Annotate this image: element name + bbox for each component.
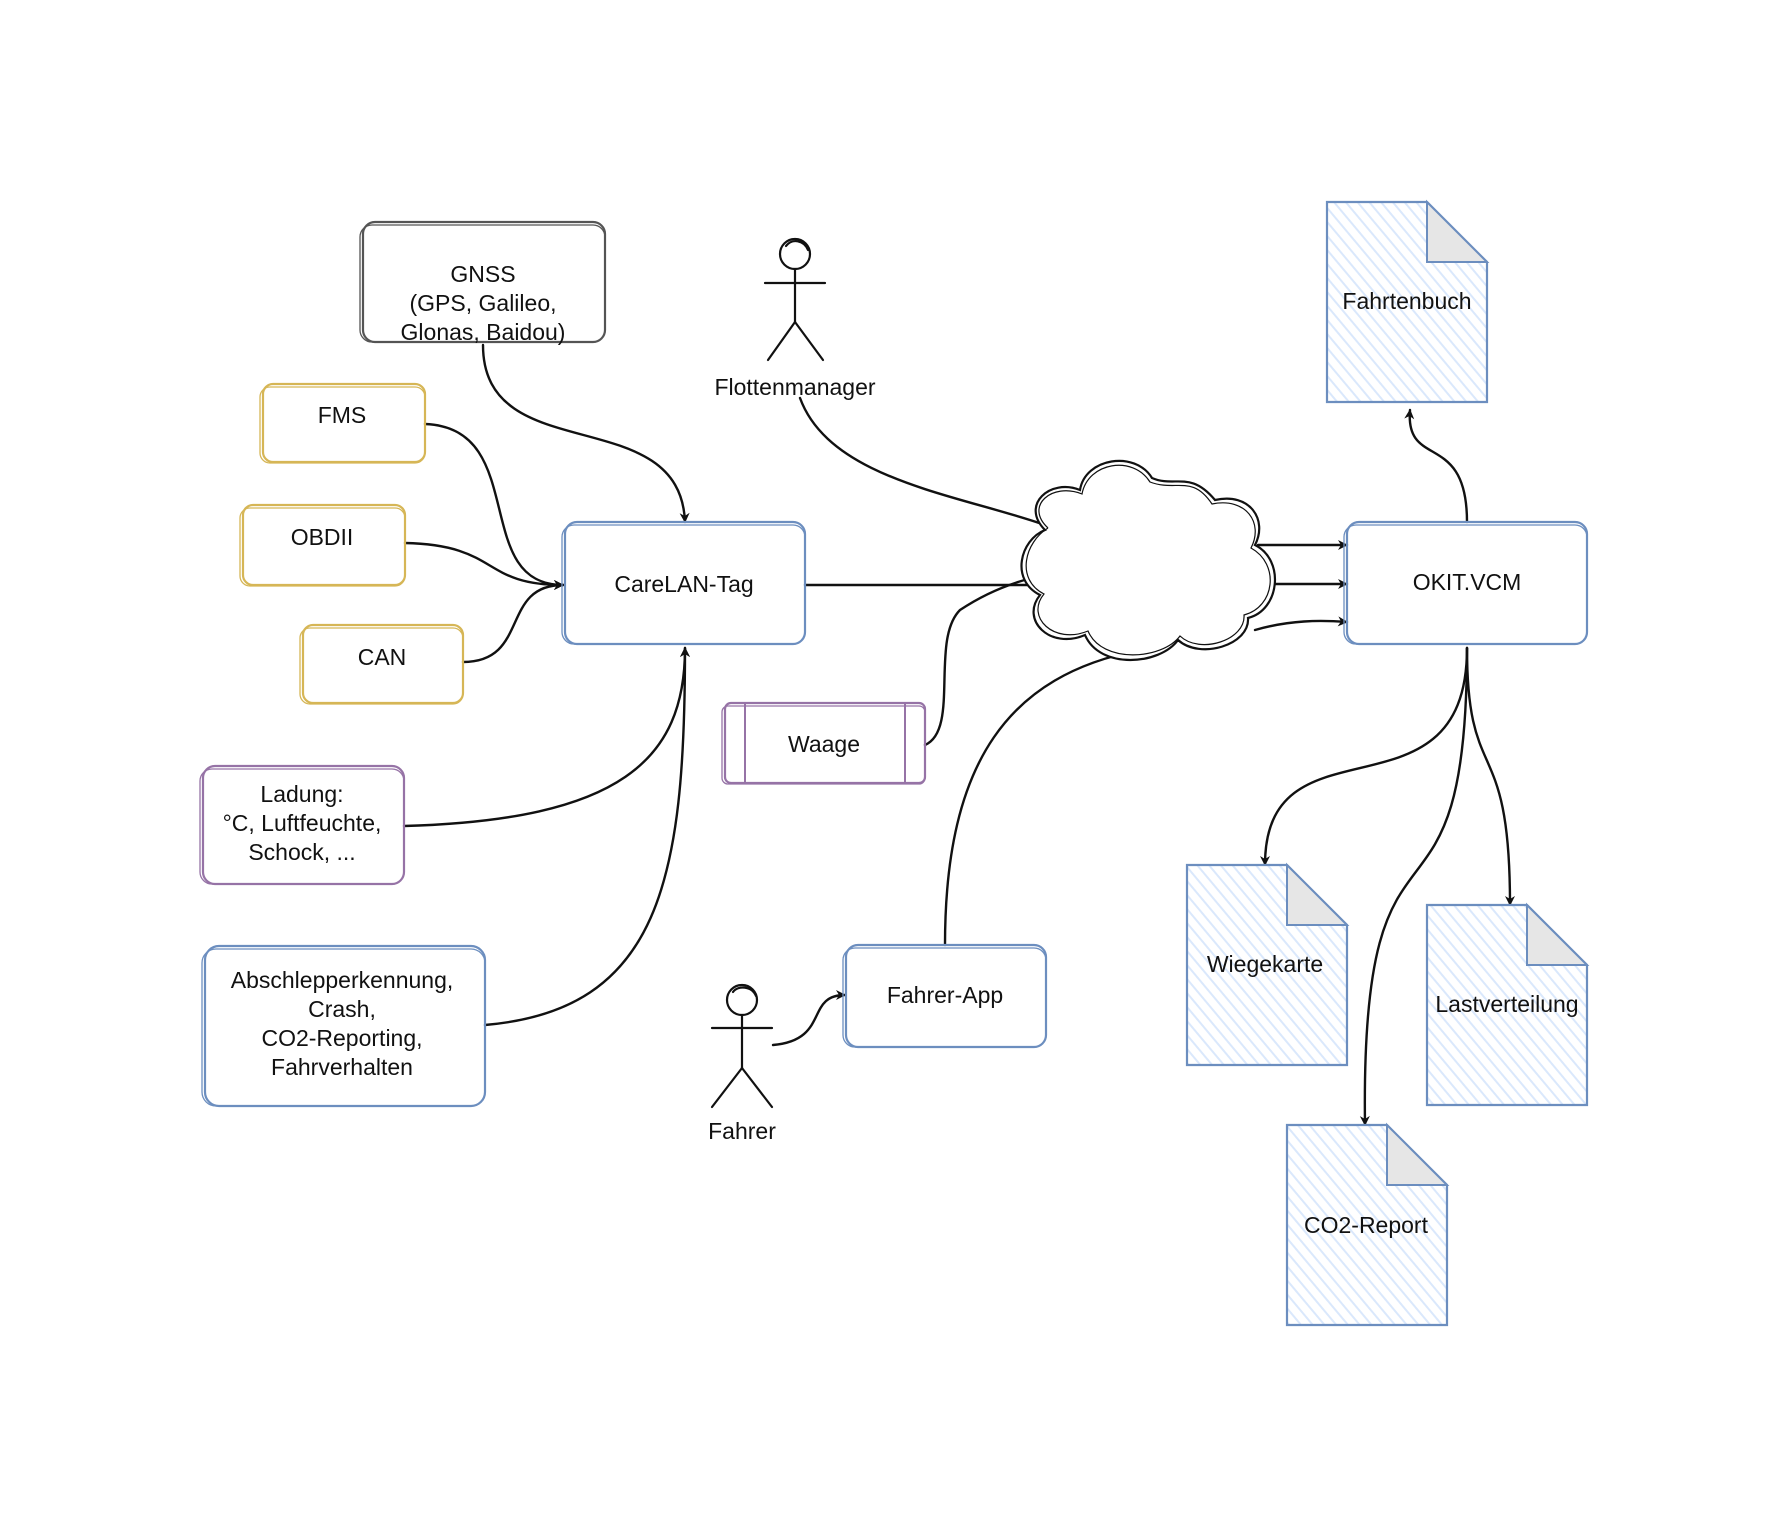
- edge-okit-co2report[interactable]: [1359, 646, 1469, 1127]
- gnss-label: GNSS (GPS, Galileo, Glonas, Baidou): [401, 261, 566, 345]
- okit-vcm-label: OKIT.VCM: [1413, 569, 1522, 595]
- can-line-1: CAN: [358, 644, 407, 670]
- wiegekarte-document[interactable]: Wiegekarte: [1185, 862, 1350, 1067]
- gnss-box[interactable]: GNSS (GPS, Galileo, Glonas, Baidou): [359, 220, 607, 345]
- abschlepp-line-4: Fahrverhalten: [271, 1054, 413, 1080]
- obdii-line-1: OBDII: [291, 524, 354, 550]
- edge-okit-wiegekarte[interactable]: [1260, 646, 1469, 867]
- fms-box[interactable]: FMS: [259, 382, 427, 464]
- co2report-line-1: CO2-Report: [1304, 1212, 1429, 1238]
- lastverteilung-line-1: Lastverteilung: [1435, 991, 1578, 1017]
- abschlepp-line-1: Abschlepperkennung,: [231, 967, 454, 993]
- obdii-box[interactable]: OBDII: [239, 503, 407, 587]
- gnss-line-3: Glonas, Baidou): [401, 319, 566, 345]
- edge-fahrer-fahrerapp[interactable]: [771, 990, 847, 1047]
- wiegekarte-label: Wiegekarte: [1207, 951, 1323, 977]
- edge-fms-carelan[interactable]: [423, 422, 565, 590]
- edge-waage-cloud[interactable]: [923, 573, 1047, 747]
- abschlepp-line-3: CO2-Reporting,: [261, 1025, 422, 1051]
- edge-gnss-carelan[interactable]: [481, 343, 690, 524]
- flottenmanager-label: Flottenmanager: [714, 374, 875, 400]
- fahrer-app-box[interactable]: Fahrer-App: [842, 943, 1048, 1049]
- carelan-line-1: CareLAN-Tag: [614, 571, 753, 597]
- can-label: CAN: [358, 644, 407, 670]
- fahrer-label: Fahrer: [708, 1118, 776, 1144]
- fahrer-app-label: Fahrer-App: [887, 982, 1003, 1008]
- fahrtenbuch-label: Fahrtenbuch: [1342, 288, 1471, 314]
- edge-okit-fahrtenbuch[interactable]: [1404, 408, 1469, 524]
- edge-fahrerapp-cloud[interactable]: [943, 648, 1142, 947]
- wiegekarte-line-1: Wiegekarte: [1207, 951, 1323, 977]
- cloud-icon[interactable]: [1020, 459, 1277, 662]
- stick-figure-icon: [763, 237, 827, 362]
- lastverteilung-document[interactable]: Lastverteilung: [1425, 902, 1590, 1107]
- edge-ladung-carelan[interactable]: [402, 646, 690, 828]
- carelan-tag-box[interactable]: CareLAN-Tag: [561, 520, 807, 646]
- ladung-line-3: Schock, ...: [248, 839, 355, 865]
- edge-okit-lastverteilung[interactable]: [1465, 646, 1515, 907]
- co2-report-document[interactable]: CO2-Report: [1285, 1122, 1450, 1327]
- abschlepp-line-2: Crash,: [308, 996, 376, 1022]
- edge-abschlepp-carelan[interactable]: [483, 646, 690, 1027]
- carelan-tag-label: CareLAN-Tag: [614, 571, 753, 597]
- okit-vcm-box[interactable]: OKIT.VCM: [1343, 520, 1589, 646]
- waage-line-1: Waage: [788, 731, 860, 757]
- abschlepp-label: Abschlepperkennung, Crash, CO2-Reporting, F…: [231, 967, 454, 1080]
- fahrtenbuch-document[interactable]: Fahrtenbuch: [1325, 199, 1490, 404]
- ladung-label: Ladung: °C, Luftfeuchte, Schock, ...: [223, 781, 382, 865]
- co2-report-label: CO2-Report: [1304, 1212, 1429, 1238]
- fms-label: FMS: [318, 402, 367, 428]
- obdii-label: OBDII: [291, 524, 354, 550]
- abschlepp-box[interactable]: Abschlepperkennung, Crash, CO2-Reporting, F…: [201, 944, 487, 1108]
- edge-can-carelan[interactable]: [461, 580, 565, 664]
- can-box[interactable]: CAN: [299, 623, 465, 705]
- connectors: [402, 343, 1515, 1127]
- waage-box[interactable]: Waage: [721, 701, 927, 785]
- fahrer_app-line-1: Fahrer-App: [887, 982, 1003, 1008]
- fahrer-actor[interactable]: Fahrer: [708, 983, 776, 1144]
- gnss-line-2: (GPS, Galileo,: [410, 290, 557, 316]
- edge-obdii-carelan[interactable]: [403, 541, 565, 590]
- ladung-line-1: Ladung:: [260, 781, 343, 807]
- edge-cloud-okit-3[interactable]: [1253, 616, 1349, 632]
- fms-line-1: FMS: [318, 402, 367, 428]
- stick-figure-icon: [710, 983, 774, 1109]
- okit-line-1: OKIT.VCM: [1413, 569, 1522, 595]
- lastverteilung-label: Lastverteilung: [1435, 991, 1578, 1017]
- gnss-line-1: GNSS: [450, 261, 515, 287]
- flottenmanager-actor[interactable]: Flottenmanager: [714, 237, 876, 400]
- edge-flottenmanager-cloud[interactable]: [798, 396, 1047, 527]
- ladung-box[interactable]: Ladung: °C, Luftfeuchte, Schock, ...: [199, 764, 406, 886]
- ladung-line-2: °C, Luftfeuchte,: [223, 810, 382, 836]
- waage-label: Waage: [788, 731, 860, 757]
- fahrtenbuch-line-1: Fahrtenbuch: [1342, 288, 1471, 314]
